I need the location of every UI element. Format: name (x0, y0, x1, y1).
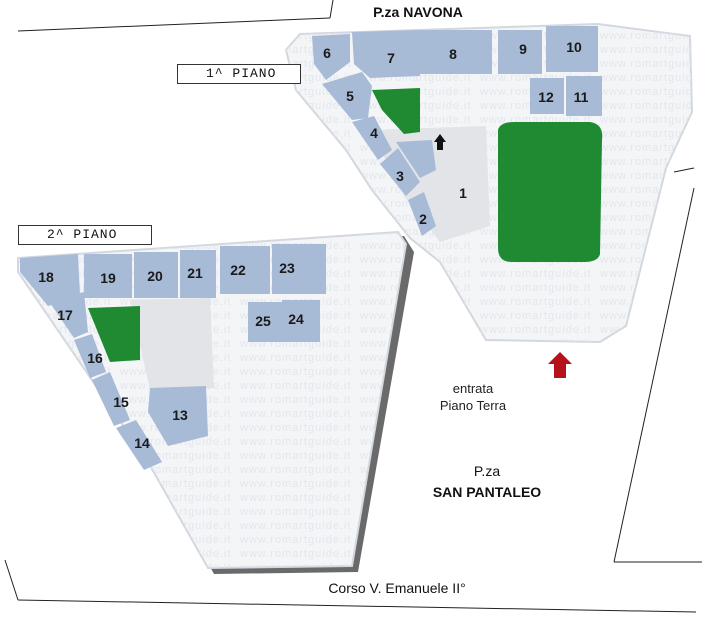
entrance-label-line1: entrata (453, 381, 494, 396)
room-number-19: 19 (100, 270, 116, 286)
street-lines (4, 0, 702, 613)
room-5 (322, 72, 372, 120)
room-number-5: 5 (346, 88, 354, 104)
room-15 (92, 372, 130, 426)
room-24 (282, 300, 320, 342)
street-line-east (613, 187, 695, 563)
room-number-18: 18 (38, 269, 54, 285)
room-9 (498, 30, 542, 74)
second-floor-small-courtyard (88, 306, 140, 362)
first-floor-small-courtyard (372, 88, 420, 134)
piazza-navona-label: P.za NAVONA (373, 4, 463, 20)
room-number-17: 17 (57, 307, 73, 323)
room-20 (134, 252, 178, 298)
room-number-20: 20 (147, 268, 163, 284)
room-number-24: 24 (288, 311, 304, 327)
room-3-annex (396, 140, 436, 178)
room-17 (48, 292, 88, 338)
room-number-23: 23 (279, 260, 295, 276)
first-floor-label: 1^ PIANO (177, 64, 301, 84)
room-25 (248, 302, 282, 342)
room-number-16: 16 (87, 350, 103, 366)
room-number-13: 13 (172, 407, 188, 423)
room-number-25: 25 (255, 313, 271, 329)
room-18 (20, 254, 80, 306)
room-number-6: 6 (323, 45, 331, 61)
second-floor-rooms (20, 244, 326, 470)
room-number-1: 1 (459, 185, 467, 201)
street-line-navona-corner (329, 0, 334, 19)
room-13 (148, 386, 208, 446)
room-number-3: 3 (396, 168, 404, 184)
piazza-san-pantaleo-label-line2: SAN PANTALEO (433, 484, 541, 500)
room-11 (566, 76, 602, 116)
street-line-navona (17, 17, 331, 32)
entrance-label-line2: Piano Terra (440, 398, 507, 413)
room-10 (546, 26, 598, 72)
room-12 (530, 78, 564, 114)
room-19 (84, 254, 132, 298)
first-floor-plan (284, 22, 694, 378)
stair-arrow-icon (434, 134, 446, 150)
room-4 (352, 116, 392, 160)
room-23 (272, 244, 326, 294)
room-number-9: 9 (519, 41, 527, 57)
room-number-10: 10 (566, 39, 582, 55)
first-floor-courtyard (498, 122, 603, 262)
entrance-arrow-icon (548, 352, 572, 378)
room-numbers: 1 2 3 4 5 6 7 8 9 10 11 12 13 14 15 16 1… (38, 39, 588, 451)
corso-vittorio-emanuele-label: Corso V. Emanuele II° (328, 580, 465, 596)
room-number-7: 7 (387, 50, 395, 66)
room-21 (180, 250, 216, 298)
room-number-2: 2 (419, 211, 427, 227)
room-22 (220, 246, 270, 294)
room-16 (74, 334, 106, 378)
second-floor-corridor (130, 298, 214, 390)
room-number-22: 22 (230, 262, 246, 278)
street-line-east-top (673, 167, 695, 173)
first-floor-rooms (312, 26, 602, 236)
room-number-11: 11 (574, 89, 589, 105)
room-number-21: 21 (187, 265, 203, 281)
piazza-san-pantaleo-label-line1: P.za (474, 463, 500, 479)
room-number-12: 12 (538, 89, 554, 105)
room-number-8: 8 (449, 46, 457, 62)
room-8 (420, 30, 492, 74)
room-7 (352, 30, 420, 78)
room-14 (116, 420, 162, 470)
room-number-14: 14 (134, 435, 150, 451)
room-6 (312, 34, 350, 80)
street-line-corso (17, 599, 697, 613)
second-floor-plan (17, 230, 414, 574)
street-line-west-corner (4, 559, 19, 601)
room-3 (380, 148, 420, 196)
room-2 (408, 192, 436, 236)
room-number-15: 15 (113, 394, 129, 410)
room-number-4: 4 (370, 125, 378, 141)
second-floor-label: 2^ PIANO (18, 225, 152, 245)
